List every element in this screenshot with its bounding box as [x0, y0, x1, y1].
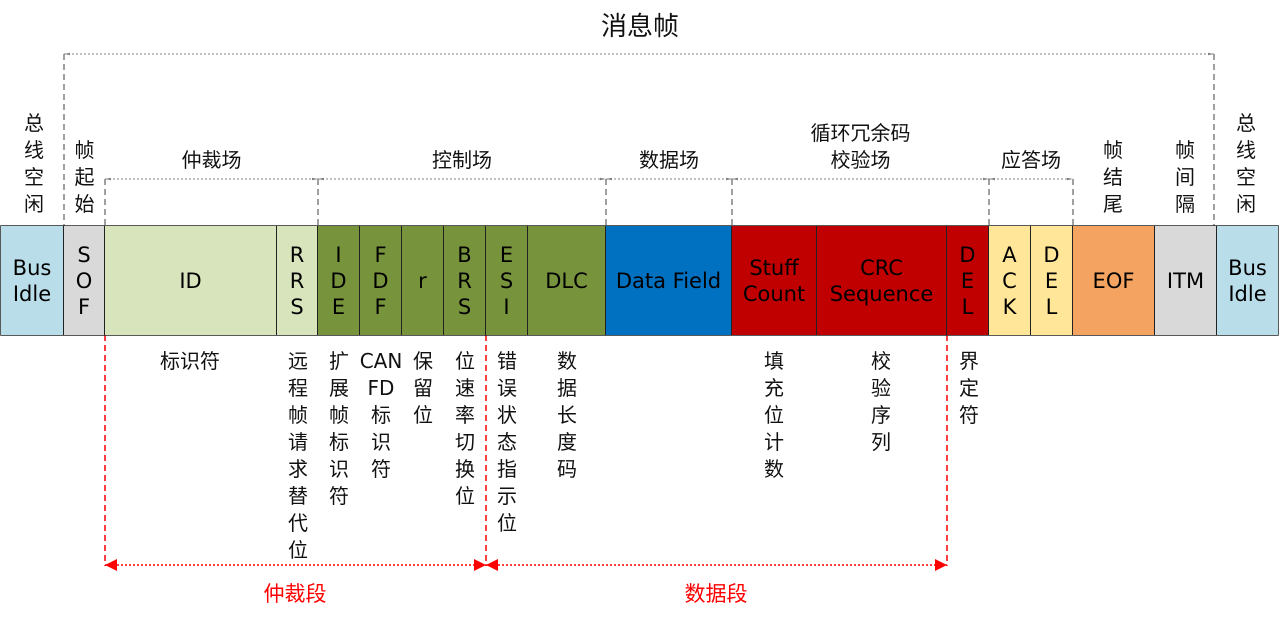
cell-crc-sequence: CRC Sequence	[817, 226, 947, 335]
ack-field-label: 应答场	[1001, 148, 1061, 172]
cell-dlc: DLC	[528, 226, 606, 335]
itm-label: 帧 间 隔	[1175, 138, 1195, 216]
eof-label: 帧 结 尾	[1103, 138, 1123, 216]
bus-idle-right-label: 总 线 空 闲	[1236, 111, 1256, 216]
cell-data-field: Data Field	[606, 226, 732, 335]
crc-field-label: 循环冗余码 校验场	[810, 121, 911, 172]
desc-stuff-count: 填 充 位 计 数	[764, 349, 784, 481]
desc-ide: 扩 展 帧 标 识 符	[329, 349, 349, 508]
cell-rrs: R R S	[277, 226, 318, 335]
arbitration-field-label: 仲裁场	[181, 148, 242, 172]
cell-ack: A C K	[989, 226, 1031, 335]
bus-idle-left-label: 总 线 空 闲	[24, 111, 44, 216]
arbitration-phase-label: 仲裁段	[263, 582, 327, 606]
desc-fdf: CAN FD 标 识 符	[359, 349, 403, 481]
cell-esi: E S I	[486, 226, 528, 335]
cell-fdf: F D F	[360, 226, 402, 335]
data-phase-label: 数据段	[684, 582, 748, 606]
desc-esi: 错 误 状 态 指 示 位	[497, 349, 517, 535]
desc-dlc: 数 据 长 度 码	[557, 349, 577, 481]
cell-brs: B R S	[444, 226, 486, 335]
cell-r: r	[402, 226, 444, 335]
cell-eof: EOF	[1073, 226, 1155, 335]
cell-sof: S O F	[64, 226, 105, 335]
cell-crc-delimiter: D E L	[947, 226, 989, 335]
cell-ide: I D E	[318, 226, 360, 335]
sof-label: 帧 起 始	[74, 138, 95, 216]
cell-id: ID	[105, 226, 277, 335]
cell-ack-delimiter: D E L	[1031, 226, 1073, 335]
desc-crc-sequence: 校 验 序 列	[871, 349, 891, 454]
data-field-label: 数据场	[639, 148, 699, 172]
desc-r: 保 留 位	[413, 349, 433, 427]
message-frame-title: 消息帧	[600, 12, 679, 42]
field-brackets	[104, 177, 1074, 226]
message-frame-bracket	[63, 52, 1215, 226]
control-field-label: 控制场	[432, 148, 492, 172]
cell-bus-idle-left: Bus Idle	[1, 226, 64, 335]
cell-itm: ITM	[1155, 226, 1217, 335]
cell-stuff-count: Stuff Count	[732, 226, 817, 335]
desc-brs: 位 速 率 切 换 位	[455, 349, 475, 508]
phase-brackets	[104, 335, 948, 571]
desc-crc-delimiter: 界 定 符	[959, 349, 979, 427]
desc-id: 标识符	[160, 349, 220, 373]
cell-bus-idle-right: Bus Idle	[1217, 226, 1278, 335]
desc-rrs: 远 程 帧 请 求 替 代 位	[288, 349, 308, 562]
